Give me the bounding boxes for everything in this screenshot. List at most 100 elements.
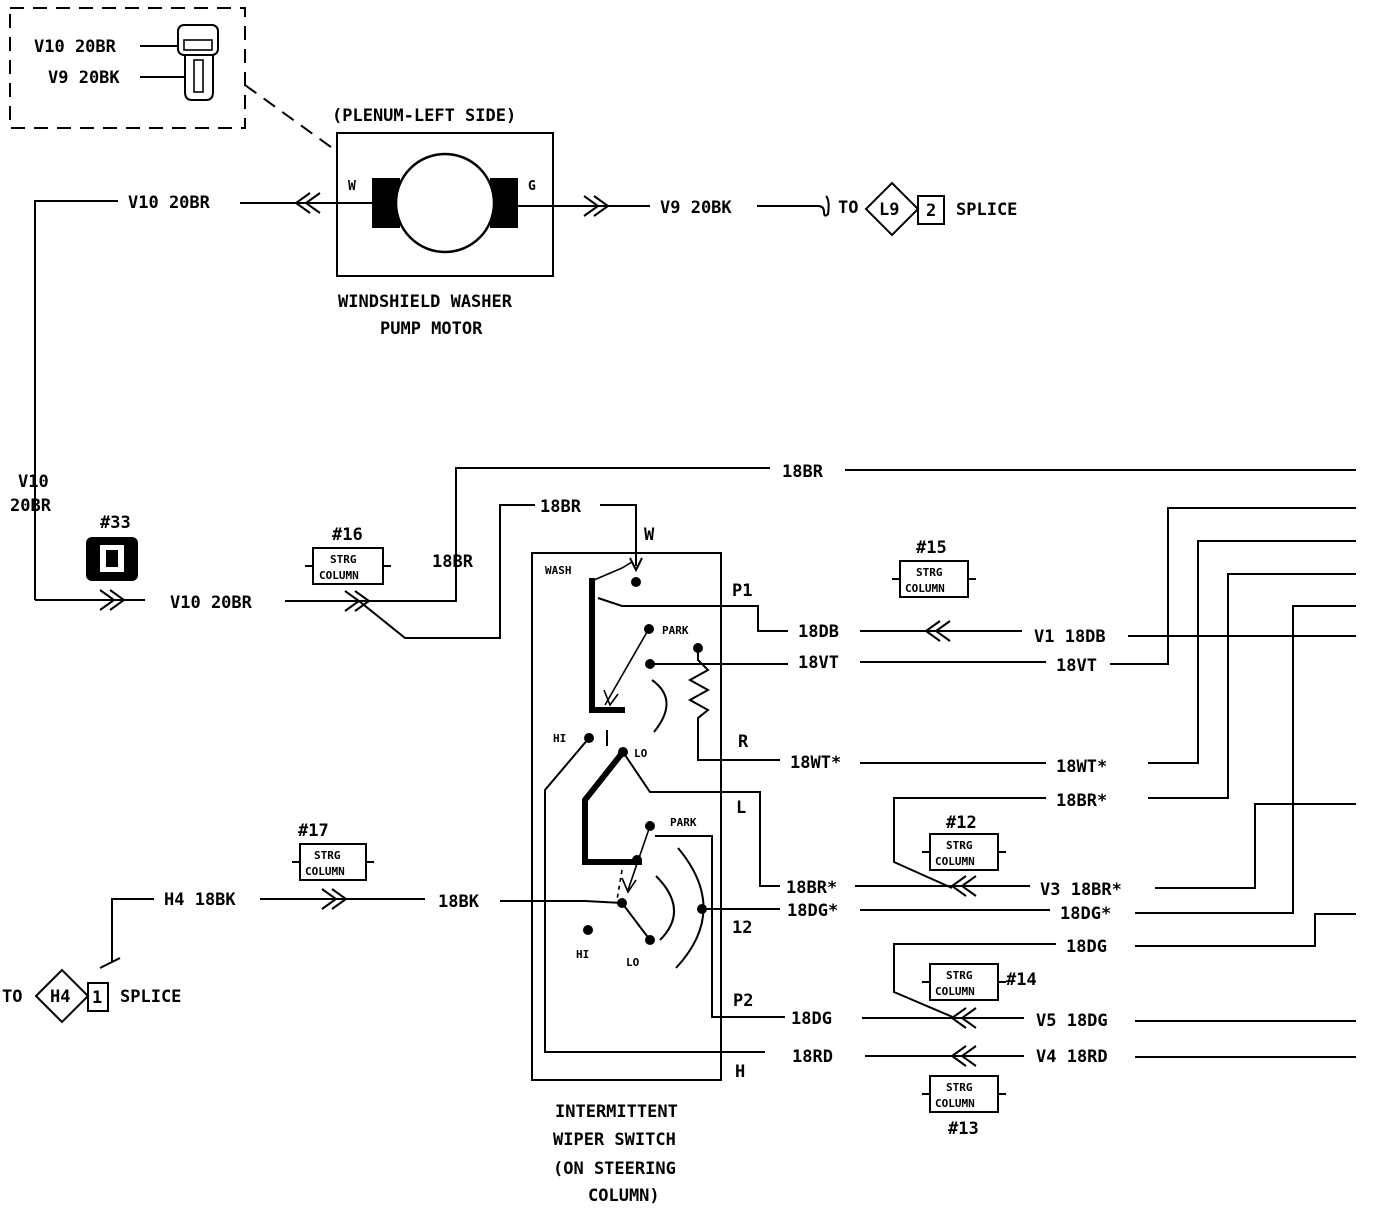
switch-name-3: (ON STEERING xyxy=(553,1159,676,1179)
connector-arrow-icon xyxy=(950,1045,977,1067)
switch-hi-1: HI xyxy=(553,732,566,745)
column-label: COLUMN xyxy=(905,582,945,595)
wire-bk: 18BK xyxy=(438,892,480,912)
switch-terminal-h: H xyxy=(735,1062,745,1082)
switch-park-2: PARK xyxy=(670,816,697,829)
top-wiring: V10 20BR V9 20BK TO L9 2 SPLICE xyxy=(34,181,1017,600)
washer-pump-motor: (PLENUM-LEFT SIDE) W G WINDSHIELD WASHER… xyxy=(332,106,554,339)
wire-br-vert: 18BR xyxy=(432,552,474,572)
motor-terminal-w: W xyxy=(348,179,356,194)
switch-terminal-l: L xyxy=(736,798,746,818)
wire-v10-top: V10 20BR xyxy=(128,193,211,213)
splice-h4-id: H4 xyxy=(50,987,70,1007)
connector-arrow-icon xyxy=(583,195,610,217)
ref-15: #15 xyxy=(916,538,947,558)
motor-name-2: PUMP MOTOR xyxy=(380,319,483,339)
splice-l9-id: L9 xyxy=(879,200,899,220)
switch-wash: WASH xyxy=(545,564,572,577)
strg-label: STRG xyxy=(916,566,943,579)
wire-br-mid: 18BR xyxy=(540,497,582,517)
motor-terminal-g: G xyxy=(528,179,536,194)
switch-terminal-p2: P2 xyxy=(733,991,753,1011)
connector-body-icon xyxy=(177,24,219,56)
inset-wire-v10: V10 20BR xyxy=(34,37,117,57)
strg-label: STRG xyxy=(946,969,973,982)
switch-terminal-w: W xyxy=(644,525,655,545)
ref-14: #14 xyxy=(1006,970,1037,990)
wire-v1: V1 18DB xyxy=(1034,627,1106,647)
splice-h4-num: 1 xyxy=(92,988,102,1008)
switch-name-2: WIPER SWITCH xyxy=(553,1130,676,1150)
motor-name-1: WINDSHIELD WASHER xyxy=(338,292,513,312)
left-wiring: V10 20BR #33 V10 20BR #16 STRG COLUMN 18… xyxy=(10,462,1356,639)
wash-contact-bar xyxy=(589,578,625,713)
switch-terminal-p1: P1 xyxy=(732,581,752,601)
strg-label: STRG xyxy=(330,553,357,566)
column-label: COLUMN xyxy=(935,985,975,998)
splice-h4-to: TO xyxy=(2,987,22,1007)
wire-vt-left: 18VT xyxy=(798,653,839,673)
wire-br-star-left: 18BR* xyxy=(786,878,837,898)
switch-terminal-r: R xyxy=(738,732,749,752)
strg-label: STRG xyxy=(314,849,341,862)
wire-v10-vert-2: 20BR xyxy=(10,496,52,516)
wire-v3: V3 18BR* xyxy=(1040,880,1122,900)
splice-l9-num: 2 xyxy=(926,201,936,221)
wire-h4: H4 18BK xyxy=(164,890,236,910)
connector-inset: V10 20BR V9 20BK xyxy=(9,7,336,151)
wire-dg-right: 18DG xyxy=(1066,937,1107,957)
connector-arrow-icon xyxy=(294,192,321,214)
inset-wire-v9: V9 20BK xyxy=(48,68,120,88)
wire-v9-top: V9 20BK xyxy=(660,198,732,218)
wire-dg-star-right: 18DG* xyxy=(1060,904,1111,924)
column-label: COLUMN xyxy=(305,865,345,878)
wire-v4: V4 18RD xyxy=(1036,1047,1108,1067)
switch-name-4: COLUMN) xyxy=(588,1186,660,1206)
h4-wiring: #17 STRG COLUMN H4 18BK 18BK TO H4 1 SPL… xyxy=(2,821,623,1024)
right-wiring: 18DB V1 18DB #15 STRG COLUMN 18VT 18VT 1… xyxy=(786,507,1356,1139)
connector-arrow-icon xyxy=(924,620,951,642)
ref-16: #16 xyxy=(332,525,363,545)
wire-dg-star-left: 18DG* xyxy=(787,901,838,921)
wire-br-top: 18BR xyxy=(782,462,824,482)
connector-arrow-icon xyxy=(950,1007,977,1029)
splice-l9-label: SPLICE xyxy=(956,200,1017,220)
wire-v10-bottom: V10 20BR xyxy=(170,593,253,613)
switch-lo-2: LO xyxy=(626,956,640,969)
switch-hi-2: HI xyxy=(576,948,589,961)
motor-box xyxy=(336,132,554,277)
motor-armature-icon xyxy=(394,152,496,254)
connector-arrow-icon xyxy=(99,589,126,611)
motor-location-label: (PLENUM-LEFT SIDE) xyxy=(332,106,516,126)
column-label: COLUMN xyxy=(935,855,975,868)
switch-box xyxy=(531,552,722,1081)
switch-park-1: PARK xyxy=(662,624,689,637)
splice-l9-to: TO xyxy=(838,198,858,218)
ref-12: #12 xyxy=(946,813,977,833)
wiper-switch: WASH W P1 PARK R HI LO L PARK 12 HI LO P… xyxy=(531,525,788,1206)
strg-label: STRG xyxy=(946,839,973,852)
wire-v10-vert-1: V10 xyxy=(18,472,49,492)
wire-wt-right: 18WT* xyxy=(1056,757,1107,777)
speed-contact-bar xyxy=(582,750,642,865)
wire-vt-right: 18VT xyxy=(1056,656,1097,676)
connector-arrow-icon xyxy=(950,875,977,897)
switch-terminal-12: 12 xyxy=(732,918,752,938)
wire-rd-left: 18RD xyxy=(792,1047,833,1067)
strg-label: STRG xyxy=(946,1081,973,1094)
wire-dg-left: 18DG xyxy=(791,1009,832,1029)
ref-33: #33 xyxy=(100,513,131,533)
column-label: COLUMN xyxy=(935,1097,975,1110)
wire-db: 18DB xyxy=(798,622,839,642)
wire-v5: V5 18DG xyxy=(1036,1011,1108,1031)
wire-wt-left: 18WT* xyxy=(790,753,841,773)
wire-br-star-right: 18BR* xyxy=(1056,791,1107,811)
connector-arrow-icon xyxy=(321,888,348,910)
switch-name-1: INTERMITTENT xyxy=(555,1102,678,1122)
splice-h4-label: SPLICE xyxy=(120,987,181,1007)
ref-13: #13 xyxy=(948,1119,979,1139)
column-label: COLUMN xyxy=(319,569,359,582)
ref-17: #17 xyxy=(298,821,329,841)
